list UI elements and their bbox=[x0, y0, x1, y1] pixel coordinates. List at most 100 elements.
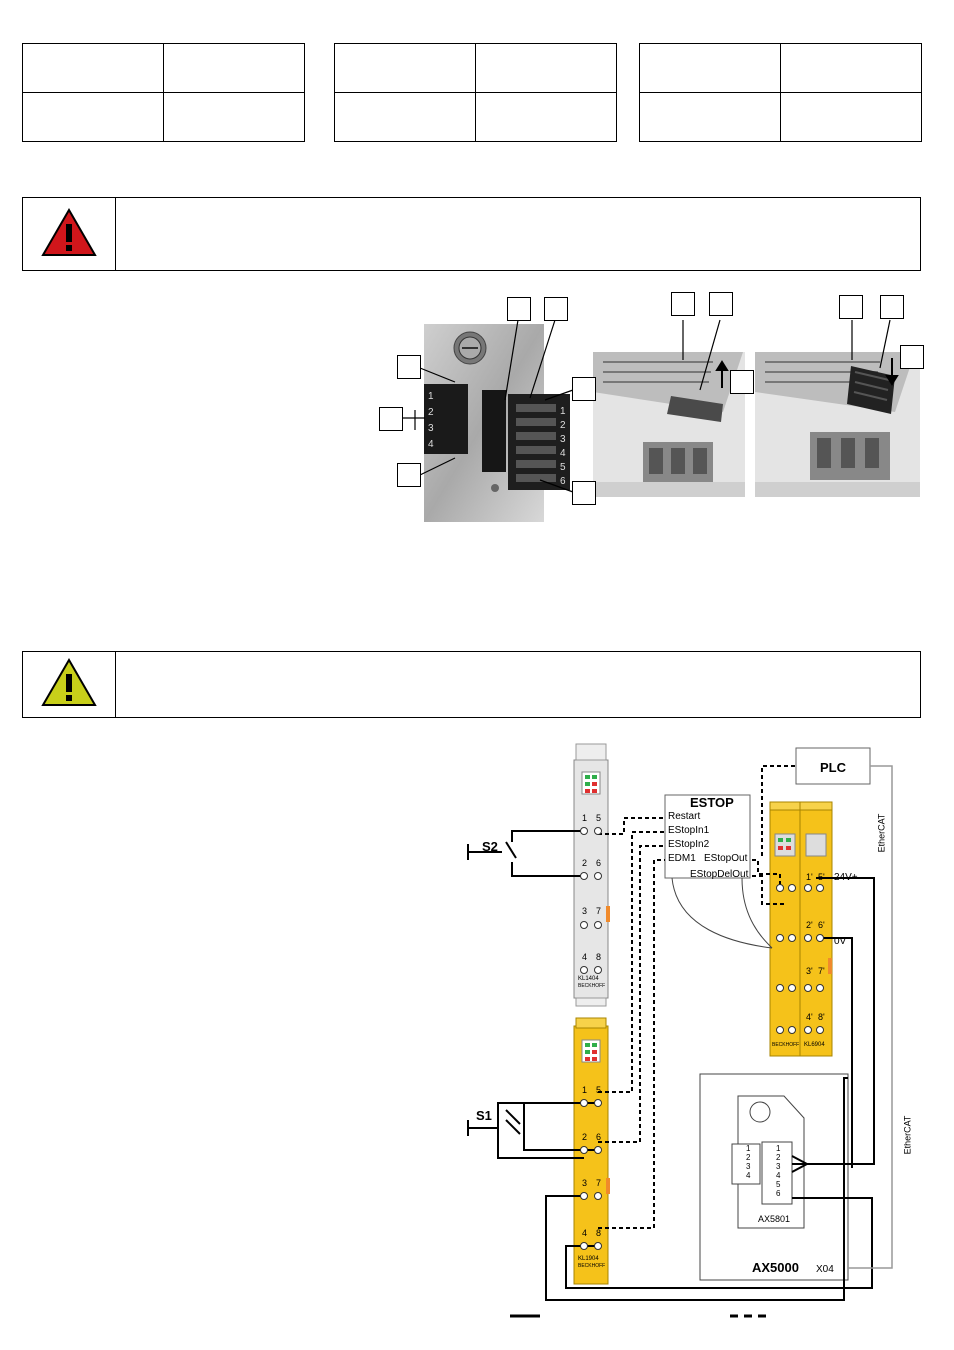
estop-port: EStopDelOut bbox=[690, 869, 749, 880]
ax5801-pin: 4 bbox=[746, 1171, 751, 1180]
connector-photo: 1 2 3 4 1 2 3 4 5 6 bbox=[378, 296, 598, 522]
terminal-label: 8 bbox=[596, 952, 602, 962]
brand-label: BECKHOFF bbox=[578, 1263, 606, 1269]
pin-label: 6 bbox=[560, 476, 566, 487]
estop-port: EDM1 bbox=[668, 853, 696, 864]
ax5000-label: AX5000 bbox=[752, 1260, 799, 1275]
brand-label: BECKHOFF bbox=[578, 983, 606, 989]
drive-photo-cover bbox=[593, 352, 745, 497]
ax5801-pin: 1 bbox=[776, 1144, 781, 1153]
ax5801-pin: 4 bbox=[776, 1171, 781, 1180]
pin-label: 1 bbox=[428, 391, 434, 402]
callout-box bbox=[839, 295, 863, 319]
terminal-label: 2 bbox=[582, 858, 588, 868]
pin-label: 1 bbox=[560, 406, 566, 417]
pin-label: 2 bbox=[428, 407, 434, 418]
ax5801-pin: 3 bbox=[746, 1162, 751, 1171]
switch-s1-label: S1 bbox=[476, 1108, 492, 1123]
ax5801-pin: 6 bbox=[776, 1189, 781, 1198]
terminal-label: 3' bbox=[806, 966, 813, 976]
terminal-label: 6 bbox=[596, 858, 602, 868]
supply-24v-label: 24V+ bbox=[834, 872, 858, 883]
supply-0v-label: 0V bbox=[834, 936, 847, 947]
x04-label: X04 bbox=[816, 1264, 834, 1275]
callout-box bbox=[709, 292, 733, 316]
ax5801-pin: 5 bbox=[776, 1180, 781, 1189]
header-table-2 bbox=[334, 43, 617, 142]
pin-label: 3 bbox=[428, 423, 434, 434]
terminal-label: 6 bbox=[596, 1132, 602, 1142]
ax5801-label: AX5801 bbox=[758, 1214, 791, 1224]
table-cell bbox=[639, 92, 781, 142]
ax5801-pin: 3 bbox=[776, 1162, 781, 1171]
pin-label: 3 bbox=[560, 434, 566, 445]
module-name-kl6904: KL6904 bbox=[804, 1042, 825, 1048]
callout-box bbox=[397, 355, 421, 379]
plc-label: PLC bbox=[820, 760, 846, 775]
callout-box bbox=[397, 463, 421, 487]
switch-s2-label: S2 bbox=[482, 839, 498, 854]
terminal-label: 5' bbox=[818, 872, 825, 882]
terminal-label: 4' bbox=[806, 1012, 813, 1022]
table-cell bbox=[334, 43, 476, 93]
header-table-1 bbox=[22, 43, 305, 142]
table-cell bbox=[163, 92, 305, 142]
ethercat-label-top: EtherCAT bbox=[876, 813, 887, 853]
danger-warning-box bbox=[22, 197, 921, 271]
terminal-label: 3 bbox=[582, 906, 588, 916]
terminal-label: 5 bbox=[596, 1085, 602, 1095]
terminal-label: 6' bbox=[818, 920, 825, 930]
terminal-label: 7 bbox=[596, 1178, 602, 1188]
yellow-warning-triangle-icon bbox=[41, 658, 97, 706]
estop-port: Restart bbox=[668, 811, 701, 822]
ax5801-pin: 1 bbox=[746, 1144, 751, 1153]
ethercat-label-bottom: EtherCAT bbox=[902, 1115, 913, 1155]
terminal-label: 5 bbox=[596, 813, 602, 823]
red-warning-triangle-icon bbox=[41, 208, 97, 256]
estop-port: EStopIn1 bbox=[668, 825, 710, 836]
terminal-label: 7' bbox=[818, 966, 825, 976]
terminal-label: 4 bbox=[582, 1228, 588, 1238]
callout-box bbox=[572, 481, 596, 505]
terminal-label: 2 bbox=[582, 1132, 588, 1142]
estop-port: EStopIn2 bbox=[668, 839, 710, 850]
warning-icon-cell bbox=[23, 198, 116, 270]
callout-box bbox=[507, 297, 531, 321]
terminal-label: 1 bbox=[582, 1085, 588, 1095]
pin-label: 2 bbox=[560, 420, 566, 431]
terminal-label: 3 bbox=[582, 1178, 588, 1188]
estop-port: EStopOut bbox=[704, 853, 748, 864]
callout-box bbox=[379, 407, 403, 431]
module-name-kl1404: KL1404 bbox=[578, 976, 599, 982]
terminal-label: 1' bbox=[806, 872, 813, 882]
callout-box bbox=[730, 370, 754, 394]
terminal-label: 8' bbox=[818, 1012, 825, 1022]
callout-box bbox=[900, 345, 924, 369]
drive-photo-heatsink bbox=[755, 352, 920, 497]
ax5801-pin: 2 bbox=[746, 1153, 751, 1162]
callout-box bbox=[880, 295, 904, 319]
terminal-label: 7 bbox=[596, 906, 602, 916]
pin-label: 4 bbox=[560, 448, 566, 459]
callout-box bbox=[572, 377, 596, 401]
terminal-label: 1 bbox=[582, 813, 588, 823]
estop-title: ESTOP bbox=[690, 795, 734, 810]
table-cell bbox=[334, 92, 476, 142]
pin-label: 5 bbox=[560, 462, 566, 473]
table-cell bbox=[163, 43, 305, 93]
table-cell bbox=[22, 92, 164, 142]
terminal-label: 4 bbox=[582, 952, 588, 962]
callout-box bbox=[671, 292, 695, 316]
terminal-label: 2' bbox=[806, 920, 813, 930]
module-name-kl1904: KL1904 bbox=[578, 1256, 599, 1262]
ax5801-pin: 2 bbox=[776, 1153, 781, 1162]
table-cell bbox=[639, 43, 781, 93]
table-cell bbox=[780, 92, 922, 142]
brand-label: BECKHOFF bbox=[772, 1042, 800, 1048]
pin-label: 4 bbox=[428, 439, 434, 450]
wiring-diagram: PLC ESTOP Restart EStopIn1 EStopIn2 EDM1… bbox=[462, 738, 922, 1338]
table-cell bbox=[475, 43, 617, 93]
callout-box bbox=[544, 297, 568, 321]
table-cell bbox=[780, 43, 922, 93]
table-cell bbox=[22, 43, 164, 93]
